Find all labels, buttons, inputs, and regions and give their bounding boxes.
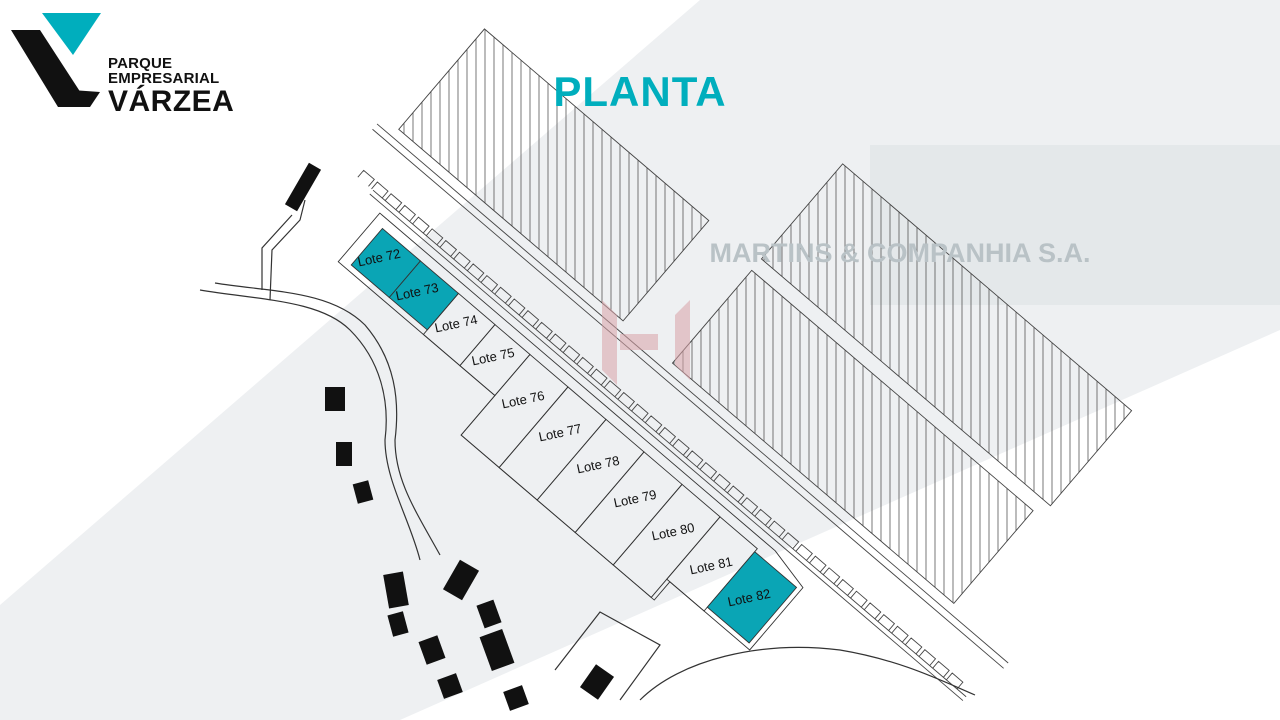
parking-bays	[357, 169, 964, 690]
lot-label: Lote 80	[650, 520, 696, 544]
logo: PARQUE EMPRESARIAL VÁRZEA	[10, 12, 240, 117]
page-title: PLANTA	[553, 68, 727, 115]
lot-boundary	[337, 212, 804, 651]
lot-76[interactable]	[460, 353, 569, 469]
hatched-block	[398, 28, 710, 322]
lot-label: Lote 81	[688, 554, 734, 578]
lot-80[interactable]	[612, 483, 721, 599]
roads	[199, 199, 976, 701]
hatched-block	[760, 163, 1133, 507]
logo-line-3: VÁRZEA	[108, 85, 235, 118]
lot-label: Lote 75	[470, 345, 516, 369]
lot-label: Lote 78	[575, 453, 621, 477]
road-edge	[372, 128, 1004, 669]
lot-81[interactable]	[666, 516, 758, 612]
logo-mark	[11, 13, 101, 107]
buildings	[284, 162, 615, 711]
road-edge	[369, 193, 964, 701]
lot-label: Lote 76	[500, 388, 546, 412]
logo-line-1: PARQUE	[108, 55, 173, 72]
lot-label: Lote 77	[537, 421, 583, 445]
lot-label: Lote 79	[612, 487, 658, 511]
hatched-block	[671, 269, 1034, 605]
watermark-text: MARTINS & COMPANHIA S.A.	[710, 238, 1091, 268]
watermark-logo	[602, 300, 690, 385]
logo-line-2: EMPRESARIAL	[108, 70, 220, 87]
road-edge	[376, 123, 1009, 664]
lot-82[interactable]	[706, 551, 798, 644]
